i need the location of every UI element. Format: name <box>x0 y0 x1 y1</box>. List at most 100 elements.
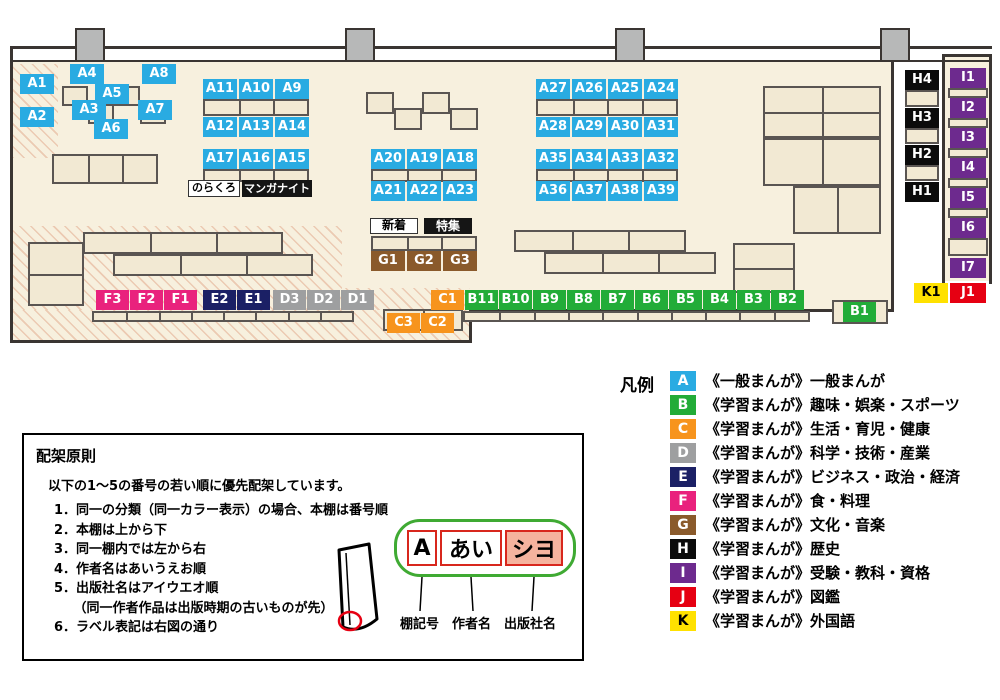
shelf-divider <box>441 170 443 181</box>
map-label-norakuro: のらくろ <box>188 180 240 197</box>
shelf-divider <box>637 312 639 321</box>
callout-publisher: 出版社名 <box>504 617 557 632</box>
legend-item-label: 《学習まんが》生活・育児・健康 <box>705 420 931 438</box>
shelf-divider <box>628 231 630 251</box>
legend-color-chip: F <box>670 490 696 511</box>
map-label-A11: A11 <box>203 79 237 99</box>
map-label-A3: A3 <box>72 100 106 120</box>
legend-color-chip: J <box>670 586 696 607</box>
shelf-divider <box>191 312 193 321</box>
map-label-A28: A28 <box>536 117 570 137</box>
map-label-A18: A18 <box>443 149 477 169</box>
map-label-A31: A31 <box>644 117 678 137</box>
shelf-divider <box>407 170 409 181</box>
shelf-divider <box>568 312 570 321</box>
shelf-divider <box>273 100 275 115</box>
map-label-B6: B6 <box>635 290 668 310</box>
shelf-block <box>733 243 795 293</box>
rules-item: 5．出版社名はアイウエオ順 <box>54 581 219 596</box>
wall-segment <box>942 54 945 284</box>
shelf-block <box>514 230 686 252</box>
shelf-divider <box>774 312 776 321</box>
map-label-A15: A15 <box>275 149 309 169</box>
map-label-I7: I7 <box>950 258 986 278</box>
map-label-A5: A5 <box>95 84 129 104</box>
wall-segment <box>10 46 13 343</box>
shelf-divider <box>29 274 83 276</box>
map-label-A16: A16 <box>239 149 273 169</box>
shelf-block <box>948 178 988 188</box>
shelf-divider <box>764 112 880 114</box>
map-label-B3: B3 <box>737 290 770 310</box>
wall-segment <box>10 340 471 343</box>
map-label-B2: B2 <box>771 290 804 310</box>
map-label-A27: A27 <box>536 79 570 99</box>
shelf-divider <box>658 253 660 273</box>
shelf-block <box>450 108 478 130</box>
wall-segment <box>989 54 992 284</box>
pillar <box>75 28 105 62</box>
shelf-block <box>763 138 881 186</box>
map-label-H2: H2 <box>905 145 939 165</box>
map-label-K1: K1 <box>914 283 948 303</box>
rules-title: 配架原則 <box>36 447 97 465</box>
rules-intro: 以下の1～5の番号の若い順に優先配架しています。 <box>48 479 351 494</box>
map-label-C3: C3 <box>387 313 420 333</box>
map-label-A12: A12 <box>203 117 237 137</box>
pillar <box>345 28 375 62</box>
map-label-B11: B11 <box>465 290 498 310</box>
map-label-F2: F2 <box>130 290 163 310</box>
shelf-block <box>905 128 939 144</box>
shelf-block <box>948 148 988 158</box>
rules-item: 3．同一棚内では左から右 <box>54 542 207 557</box>
map-label-C1: C1 <box>431 290 464 310</box>
shelf-divider <box>320 312 322 321</box>
legend-color-chip: K <box>670 610 696 631</box>
rules-box: 配架原則 以下の1～5の番号の若い順に優先配架しています。 1．同一の分類（同一… <box>22 433 584 661</box>
map-label-B8: B8 <box>567 290 600 310</box>
shelf-divider <box>642 170 644 181</box>
shelf-block <box>394 108 422 130</box>
shelf-divider <box>216 233 218 253</box>
legend-item: C《学習まんが》生活・育児・健康 <box>670 418 960 439</box>
shelf-block <box>948 238 988 256</box>
legend-item-label: 《学習まんが》図鑑 <box>705 588 841 606</box>
legend-item-label: 《学習まんが》食・料理 <box>705 492 871 510</box>
shelf-divider <box>407 237 409 250</box>
map-label-A36: A36 <box>536 181 570 201</box>
legend-item-label: 《学習まんが》文化・音楽 <box>705 516 886 534</box>
map-label-A1: A1 <box>20 74 54 94</box>
map-label-A24: A24 <box>644 79 678 99</box>
legend-color-chip: A <box>670 370 696 391</box>
wall-segment <box>942 54 992 57</box>
callout-lines <box>419 577 535 612</box>
map-label-F1: F1 <box>164 290 197 310</box>
legend-color-chip: H <box>670 538 696 559</box>
map-label-I1: I1 <box>950 68 986 88</box>
legend-item: H 《学習まんが》歴史 <box>670 538 960 559</box>
wall-segment <box>469 309 472 343</box>
legend-item: J 《学習まんが》図鑑 <box>670 586 960 607</box>
shelf-block <box>763 86 881 138</box>
map-label-A9: A9 <box>275 79 309 99</box>
map-label-B9: B9 <box>533 290 566 310</box>
map-label-I2: I2 <box>950 98 986 118</box>
shelf-block <box>28 242 84 306</box>
legend-item-label: 《学習まんが》歴史 <box>705 540 841 558</box>
map-label-B7: B7 <box>601 290 634 310</box>
map-label-G3: G3 <box>443 251 477 271</box>
shelf-divider <box>88 155 90 183</box>
legend-item: B《学習まんが》趣味・娯楽・スポーツ <box>670 394 960 415</box>
map-label-H3: H3 <box>905 108 939 128</box>
shelf-divider <box>441 237 443 250</box>
map-label-A19: A19 <box>407 149 441 169</box>
shelf-block <box>371 236 477 251</box>
shelf-block <box>52 154 158 184</box>
shelf-divider <box>159 312 161 321</box>
shelf-divider <box>739 312 741 321</box>
map-label-feature: 特集 <box>424 218 472 234</box>
map-label-A35: A35 <box>536 149 570 169</box>
shelf-block <box>113 254 313 276</box>
